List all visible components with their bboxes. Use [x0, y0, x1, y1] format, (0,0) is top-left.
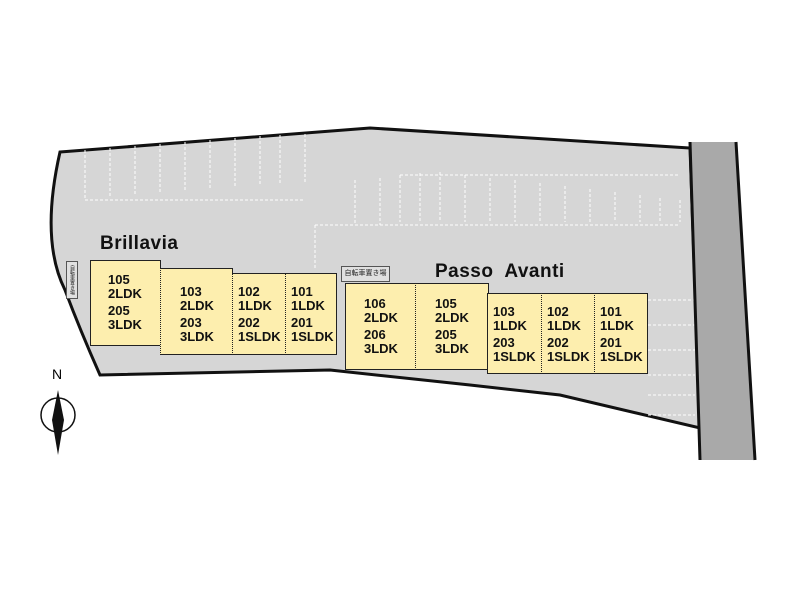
- unit-block: [594, 293, 648, 374]
- building-title-brillavia: Brillavia: [100, 233, 179, 254]
- road: [690, 142, 755, 460]
- compass-label: N: [52, 366, 63, 382]
- bike-parking-vertical: 自転車置き場: [66, 261, 78, 299]
- parking-lines: [84, 134, 695, 416]
- bike-parking: 自転車置き場: [341, 266, 390, 282]
- building-title-passo-avanti: Passo Avanti: [435, 261, 565, 282]
- compass-icon: [40, 390, 76, 455]
- unit-block: [541, 293, 595, 374]
- unit-block: [285, 273, 337, 355]
- unit-block: [487, 293, 542, 374]
- unit-block: [415, 283, 489, 370]
